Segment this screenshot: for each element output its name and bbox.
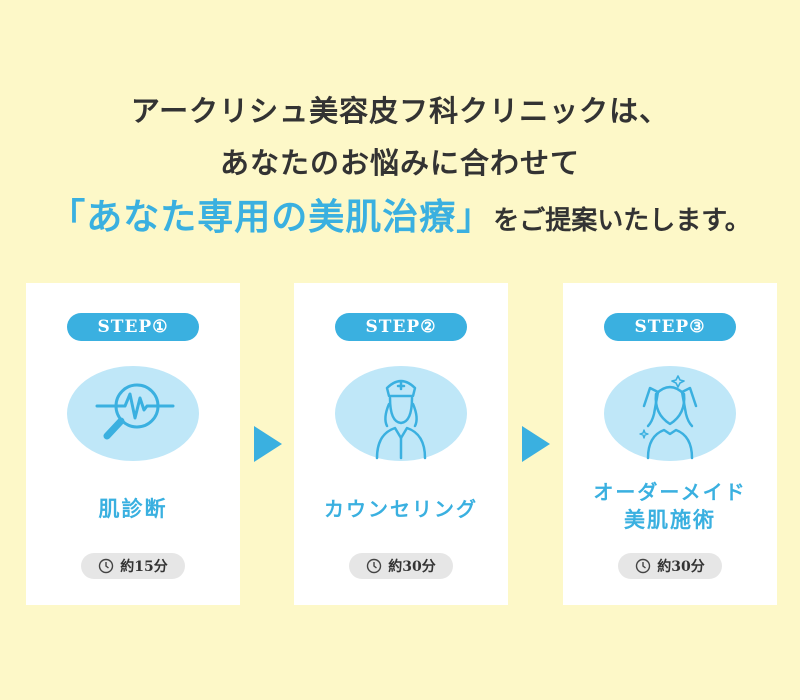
- duration-badge: 約30分: [349, 553, 453, 579]
- headline-line-2: あなたのお悩みに合わせて: [219, 146, 580, 180]
- magnifier-pulse-icon: [95, 383, 175, 440]
- step-title: カウンセリング: [324, 497, 478, 521]
- step-title: 肌診断: [98, 496, 168, 521]
- icon-circle: [335, 366, 467, 461]
- headline-line-3: 「あなた専用の美肌治療」をご提案いたします。: [0, 188, 800, 240]
- headline-line-1: アークリシュ美容皮フ科クリニックは、: [130, 94, 670, 128]
- step-badge: STEP①: [67, 313, 199, 341]
- next-arrow-icon: [522, 426, 550, 462]
- next-arrow-icon: [254, 426, 282, 462]
- step-card-3: STEP③ オーダーメイド 美肌施術 約30分: [563, 283, 777, 605]
- icon-circle: [604, 366, 736, 461]
- headline-emphasis: 「あなた専用の美肌治療」: [49, 196, 494, 238]
- step-card-1: STEP① 肌診断 約15分: [26, 283, 240, 605]
- step-title: オーダーメイド 美肌施術: [563, 478, 777, 534]
- clock-icon: [636, 558, 651, 574]
- step-title-line-1: オーダーメイド: [593, 480, 747, 504]
- duration-text: 約15分: [120, 559, 168, 575]
- face-treatment-icon: [639, 375, 698, 460]
- headline-rest: をご提案いたします。: [493, 206, 751, 236]
- duration-badge: 約15分: [81, 553, 185, 579]
- duration-text: 約30分: [388, 559, 436, 575]
- icon-circle: [67, 366, 199, 461]
- step-badge: STEP③: [604, 313, 736, 341]
- clock-icon: [367, 558, 382, 574]
- step-card-2: STEP② カウンセリング 約30分: [294, 283, 508, 605]
- duration-badge: 約30分: [618, 553, 722, 579]
- nurse-icon: [375, 379, 427, 460]
- step-title-line-2: 美肌施術: [624, 507, 716, 532]
- clock-icon: [99, 558, 114, 574]
- step-badge: STEP②: [335, 313, 467, 341]
- duration-text: 約30分: [657, 559, 705, 575]
